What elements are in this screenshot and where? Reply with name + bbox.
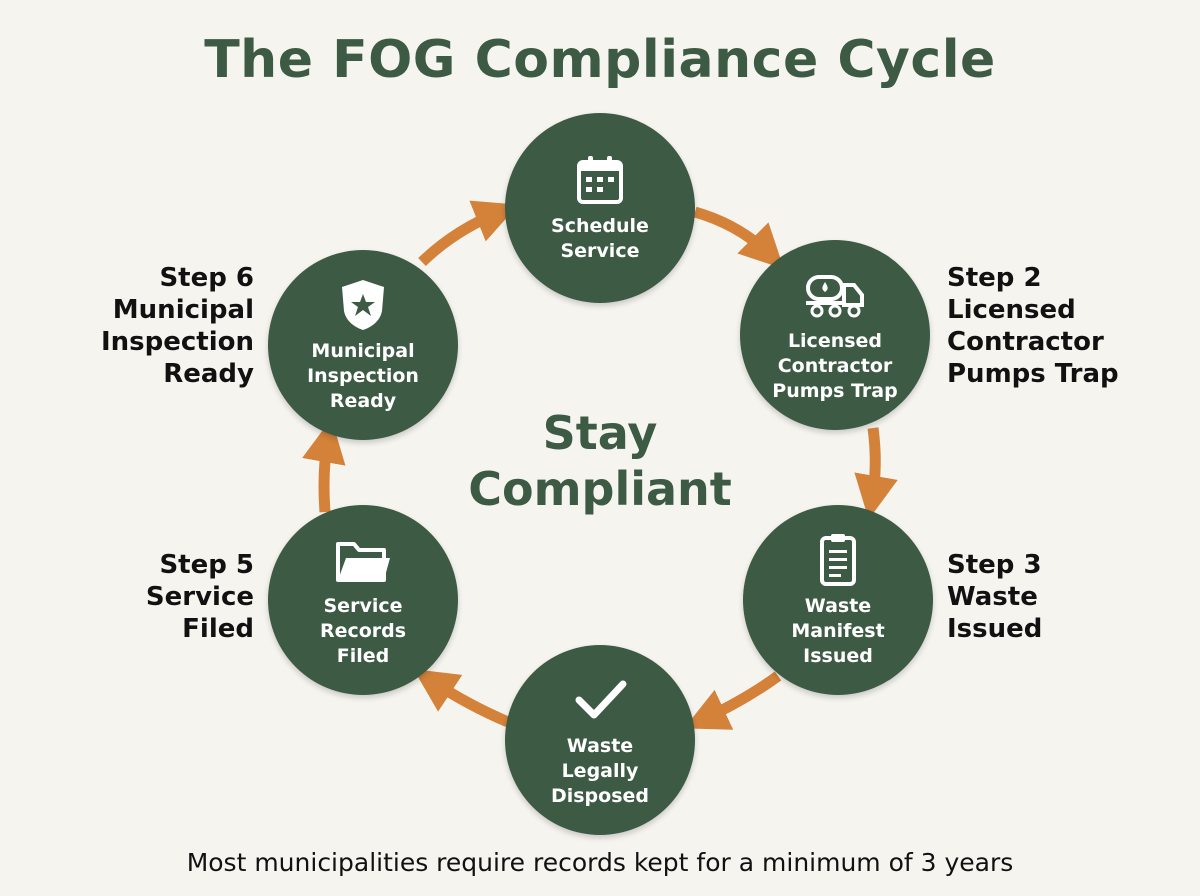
tanker-truck-icon: [806, 274, 864, 317]
node-municipal-inspection: Municipal Inspection Ready: [268, 250, 458, 440]
node-waste-disposed: Waste Legally Disposed: [505, 645, 695, 835]
step-2-label: Step 2 Licensed Contractor Pumps Trap: [947, 263, 1119, 389]
step-6-label: Step 6 Municipal Inspection Ready: [100, 263, 254, 389]
node-label: Service Records Filed: [319, 594, 407, 667]
step-5-label: Step 5 Service Filed: [145, 550, 254, 644]
arrow-5-to-6: [302, 418, 346, 513]
checkmark-icon: [575, 680, 627, 718]
center-label: Stay Compliant: [468, 406, 732, 516]
node-label: Licensed Contractor Pumps Trap: [772, 329, 898, 402]
arrow-6-to-1: [418, 200, 519, 266]
arrow-4-to-5: [413, 669, 511, 728]
node-label: Waste Manifest Issued: [791, 594, 885, 667]
arrow-3-to-4: [684, 671, 782, 730]
clipboard-icon: [820, 533, 856, 586]
arrow-2-to-3: [854, 427, 898, 520]
node-schedule-service: Schedule Service: [505, 113, 695, 303]
node-label: Municipal Inspection Ready: [307, 339, 419, 412]
node-label: Schedule Service: [551, 215, 649, 262]
step-3-label: Step 3 Waste Issued: [947, 550, 1043, 644]
node-service-records: Service Records Filed: [268, 505, 458, 695]
police-badge-icon: [342, 279, 384, 330]
node-licensed-contractor: Licensed Contractor Pumps Trap: [740, 240, 930, 430]
node-waste-manifest: Waste Manifest Issued: [743, 505, 933, 695]
footer-note: Most municipalities require records kept…: [186, 848, 1014, 877]
page-title: The FOG Compliance Cycle: [204, 30, 996, 90]
calendar-icon: [577, 156, 623, 204]
folder-icon: [336, 541, 390, 582]
node-label: Waste Legally Disposed: [550, 734, 650, 807]
arrow-1-to-2: [693, 206, 785, 269]
